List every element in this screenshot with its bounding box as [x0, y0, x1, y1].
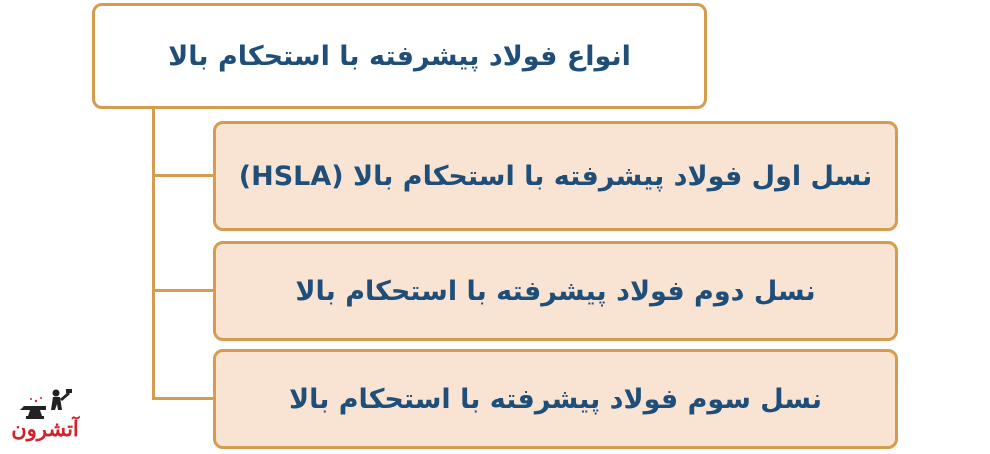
child-node-2-label: نسل دوم فولاد پیشرفته با استحکام بالا: [295, 275, 816, 307]
child-node-1: نسل اول فولاد پیشرفته با استحکام بالا (H…: [213, 121, 898, 231]
branch-line-1: [152, 174, 215, 177]
blacksmith-anvil-icon: [20, 389, 72, 419]
child-node-2: نسل دوم فولاد پیشرفته با استحکام بالا: [213, 241, 898, 341]
branch-line-3: [152, 397, 215, 400]
brand-logo: آتشرون: [6, 388, 84, 450]
root-node: انواع فولاد پیشرفته با استحکام بالا: [92, 3, 707, 109]
child-node-1-label: نسل اول فولاد پیشرفته با استحکام بالا (H…: [238, 160, 873, 192]
logo-wordmark: آتشرون: [11, 416, 79, 441]
root-node-label: انواع فولاد پیشرفته با استحکام بالا: [168, 40, 631, 72]
child-node-3: نسل سوم فولاد پیشرفته با استحکام بالا: [213, 349, 898, 449]
tree-trunk-line: [152, 109, 155, 399]
child-node-3-label: نسل سوم فولاد پیشرفته با استحکام بالا: [288, 383, 823, 415]
branch-line-2: [152, 289, 215, 292]
